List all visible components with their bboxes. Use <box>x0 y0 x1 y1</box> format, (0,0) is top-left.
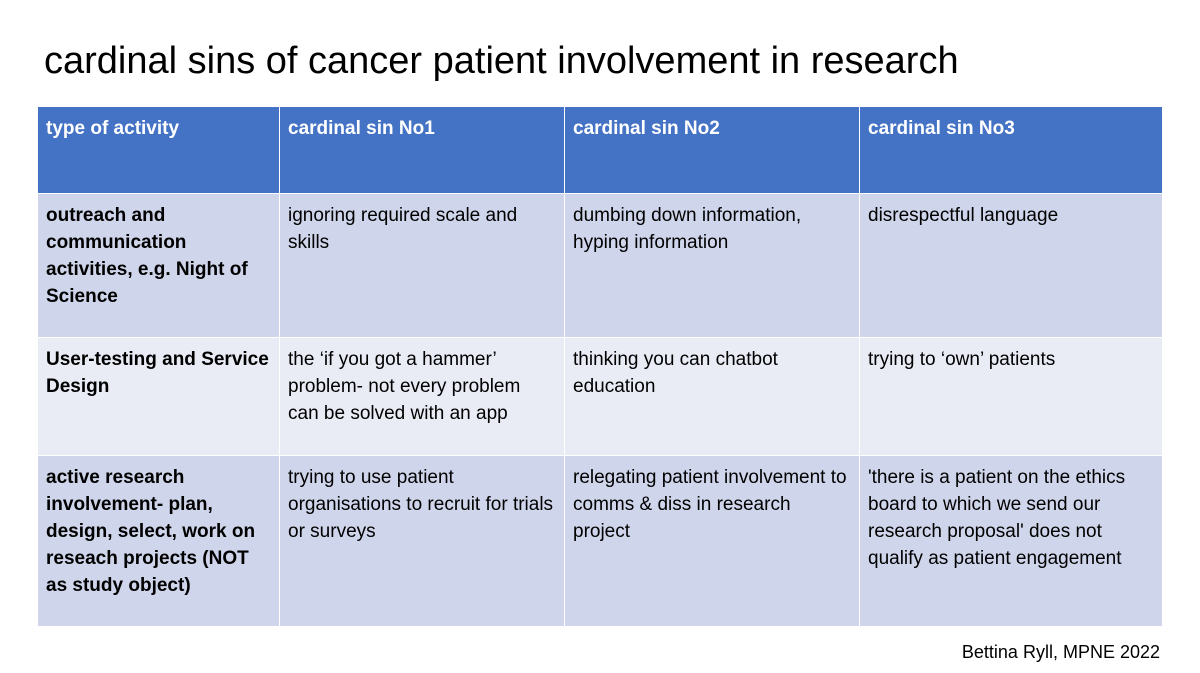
sin1-cell: trying to use patient organisations to r… <box>279 455 565 627</box>
header-cardinal-sin-2: cardinal sin No2 <box>564 106 860 194</box>
sin3-cell: trying to ‘own’ patients <box>859 337 1163 456</box>
table-header-row: type of activity cardinal sin No1 cardin… <box>37 106 1163 194</box>
sin2-cell: relegating patient involvement to comms … <box>564 455 860 627</box>
table-row: active research involvement- plan, desig… <box>37 455 1163 627</box>
sin3-cell: 'there is a patient on the ethics board … <box>859 455 1163 627</box>
activity-type-cell: outreach and communication activities, e… <box>37 193 280 338</box>
header-type-of-activity: type of activity <box>37 106 280 194</box>
header-cardinal-sin-1: cardinal sin No1 <box>279 106 565 194</box>
sin2-cell: dumbing down information, hyping informa… <box>564 193 860 338</box>
sin2-cell: thinking you can chatbot education <box>564 337 860 456</box>
credit-line: Bettina Ryll, MPNE 2022 <box>961 642 1160 662</box>
sin3-cell: disrespectful language <box>859 193 1163 338</box>
activity-type-cell: active research involvement- plan, desig… <box>37 455 280 627</box>
table-row: User-testing and Service Design the ‘if … <box>37 337 1163 456</box>
sin1-cell: ignoring required scale and skills <box>279 193 565 338</box>
table-row: outreach and communication activities, e… <box>37 193 1163 338</box>
activity-type-cell: User-testing and Service Design <box>37 337 280 456</box>
sin1-cell: the ‘if you got a hammer’ problem- not e… <box>279 337 565 456</box>
header-cardinal-sin-3: cardinal sin No3 <box>859 106 1163 194</box>
slide-title: cardinal sins of cancer patient involvem… <box>44 40 959 82</box>
cardinal-sins-table: type of activity cardinal sin No1 cardin… <box>37 106 1163 627</box>
